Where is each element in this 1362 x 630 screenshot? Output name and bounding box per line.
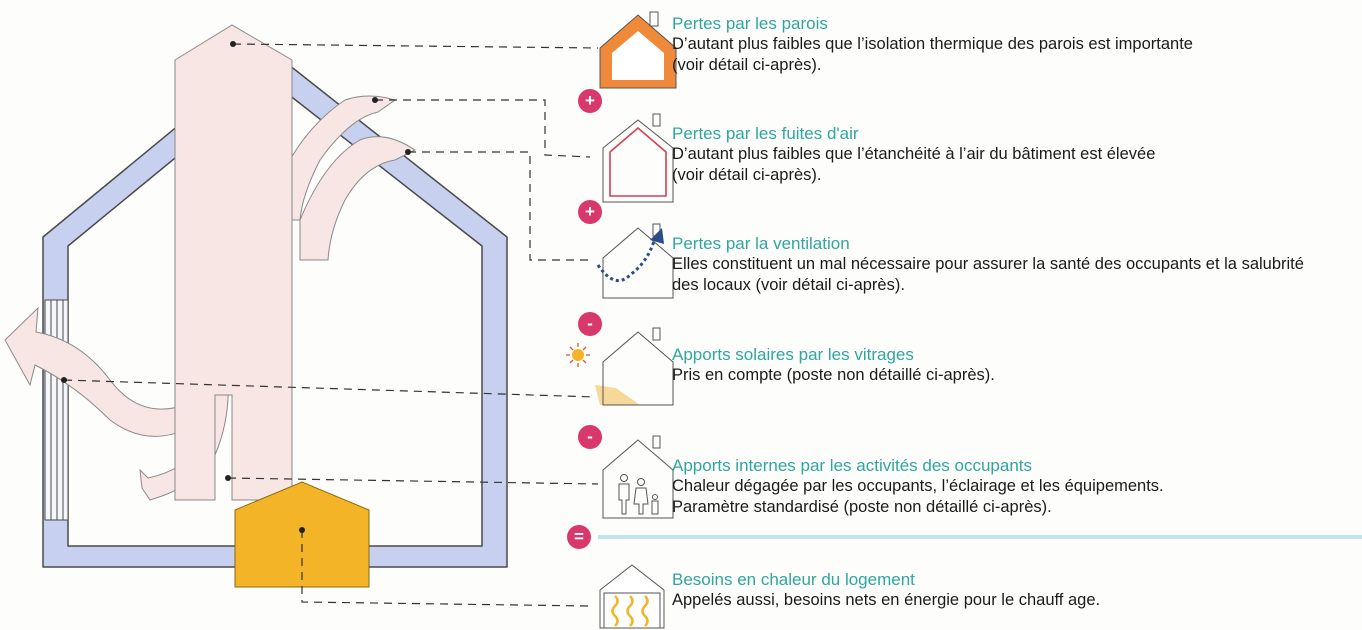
house-walls-icon [599,11,677,89]
house-air-leak-icon [602,113,674,203]
item-internal-gains: Apports internes par les activités des o… [672,456,1362,518]
item-desc: Paramètre standardisé (poste non détaill… [672,498,1052,516]
item-solar-gains: Apports solaires par les vitrages Pris e… [672,345,1362,386]
item-desc: D’autant plus faibles que l’isolation th… [672,35,1193,53]
item-desc: Chaleur dégagée par les occupants, l’écl… [672,477,1164,495]
operator-equals: = [567,525,591,549]
item-title: Pertes par la ventilation [672,234,850,253]
house-ventilation-icon [596,223,674,299]
item-desc: Elles constituent un mal nécessaire pour… [672,255,1304,273]
item-desc: (voir détail ci-après). [672,166,822,184]
item-desc: D’autant plus faibles que l’étanchéité à… [672,145,1156,163]
house-sun-icon [566,327,674,406]
item-desc: (voir détail ci-après). [672,56,822,74]
item-desc: Pris en compte (poste non détaillé ci-ap… [672,366,995,384]
item-title: Pertes par les fuites d'air [672,124,859,143]
wall-loss-arrow [174,24,293,501]
ventilation-arrow [299,136,416,261]
leader-lines [63,43,599,607]
item-air-leak-losses: Pertes par les fuites d'air D’autant plu… [672,124,1362,186]
item-ventilation-losses: Pertes par la ventilation Elles constitu… [672,234,1362,296]
operator-minus: - [578,425,602,449]
item-title: Besoins en chaleur du logement [672,570,915,589]
operator-plus: + [578,89,602,113]
item-wall-losses: Pertes par les parois D’autant plus faib… [672,14,1362,76]
operator-plus: + [578,200,602,224]
item-heating-needs: Besoins en chaleur du logement Appelés a… [672,570,1362,611]
item-title: Apports solaires par les vitrages [672,345,914,364]
air-leak-arrow [274,95,397,221]
leader-dots [61,41,411,533]
house-occupants-icon [602,435,674,519]
operator-minus: - [578,312,602,336]
item-title: Apports internes par les activités des o… [672,456,1033,475]
energy-flows [4,24,416,501]
item-desc: des locaux (voir détail ci-après). [672,276,905,294]
house-heating-icon [599,564,665,629]
item-desc: Appelés aussi, besoins nets en énergie p… [672,591,1101,609]
item-title: Pertes par les parois [672,14,828,33]
